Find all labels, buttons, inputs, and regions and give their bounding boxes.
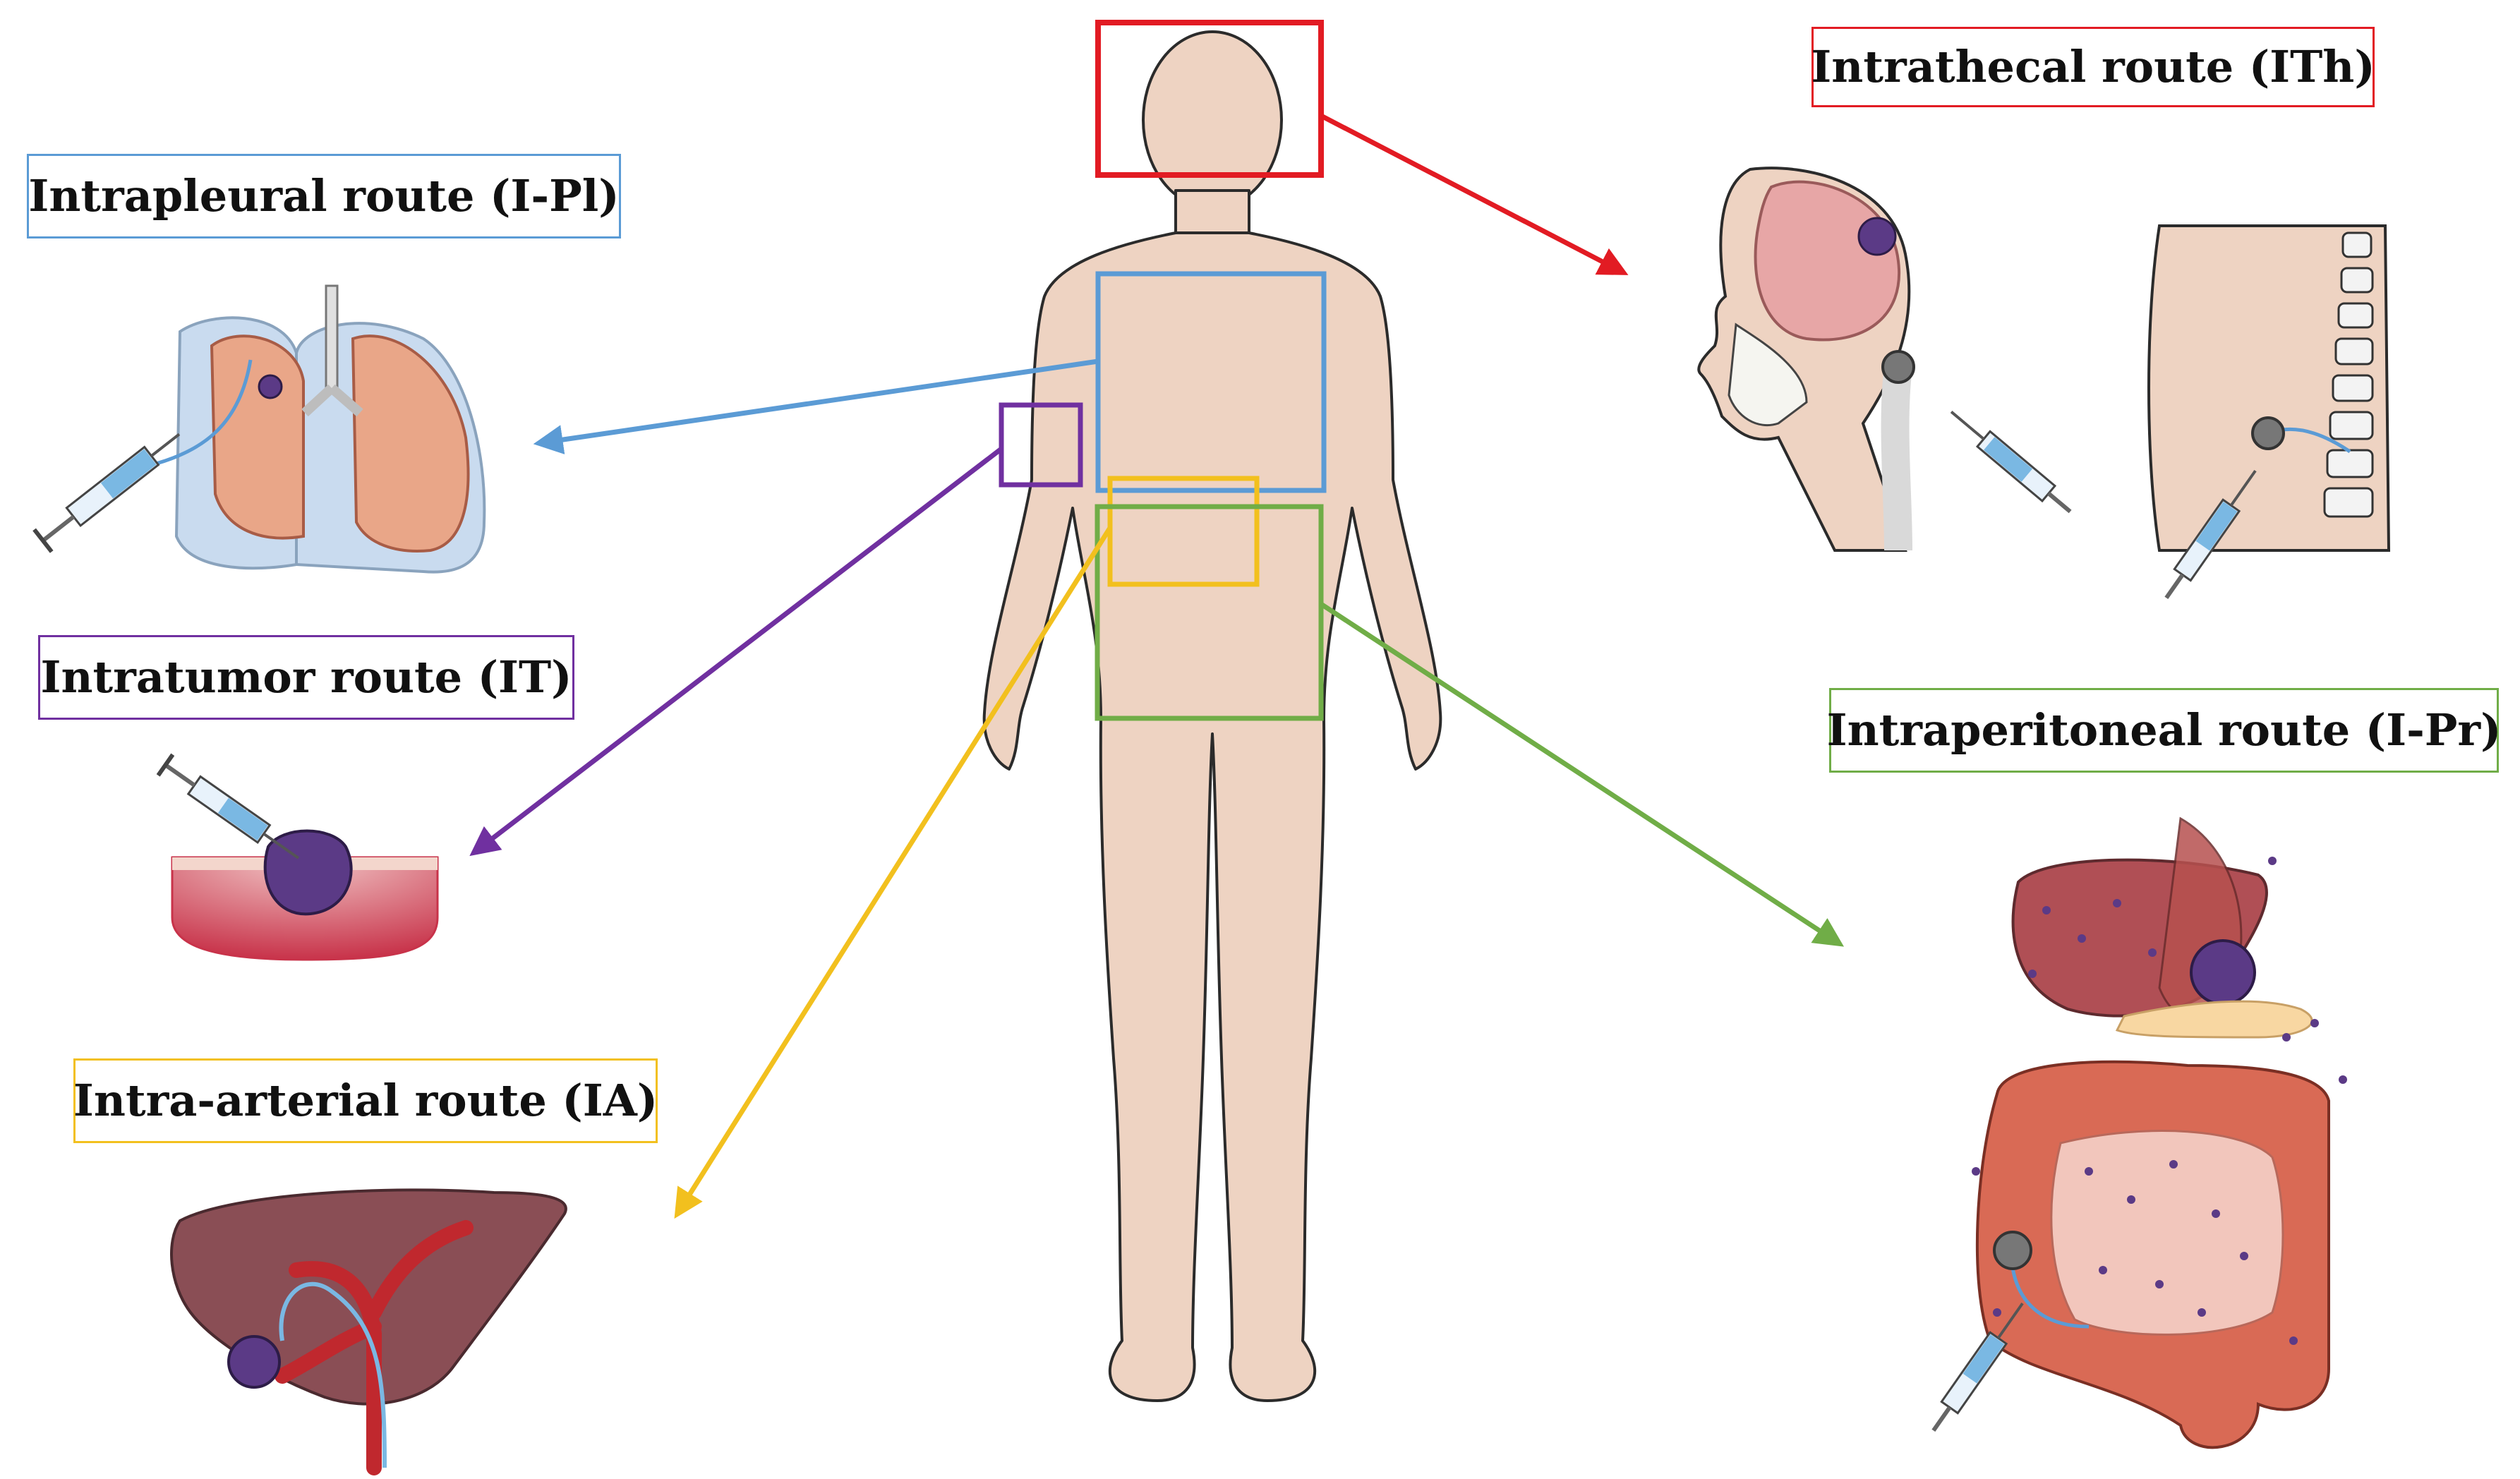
arrow-intratumor: [469, 447, 1003, 857]
abdominal-tumor: [2190, 939, 2256, 1006]
liver-tumor: [227, 1335, 281, 1389]
arrow-intraperitoneal: [1320, 602, 1845, 947]
syringe-icon: [156, 753, 300, 859]
label-intra-arterial-route: Intra-arterial route (IA): [73, 1058, 658, 1143]
body-torso: [982, 231, 1442, 1402]
label-intrapleural-route: Intrapleural route (I-Pl): [27, 154, 621, 239]
head-illustration: [1697, 167, 2072, 552]
body-head: [1142, 30, 1283, 210]
intrathecal-port: [2251, 416, 2285, 450]
arrow-intrathecal: [1320, 113, 1629, 275]
spine-illustration: [2147, 224, 2391, 600]
liver-illustration: [170, 1188, 567, 1475]
region-box-thorax: [1095, 271, 1327, 493]
region-box-arm: [999, 402, 1083, 488]
region-box-head: [1095, 20, 1324, 178]
syringe-icon: [1950, 411, 2072, 514]
syringe-icon: [2164, 469, 2257, 600]
intratumor-illustration: [156, 753, 439, 961]
skin-tumor: [263, 829, 353, 916]
lungs-illustration: [32, 284, 486, 574]
label-intraperitoneal-route: Intraperitoneal route (I-Pr): [1827, 688, 2501, 773]
intrathecal-port: [1881, 350, 1915, 384]
lung-tumor: [258, 374, 283, 399]
region-box-abdomen: [1095, 504, 1324, 721]
brain-tumor: [1857, 217, 1897, 256]
arrow-intrapleural: [533, 358, 1099, 454]
label-intrathecal-route: Intrathecal route (ITh): [1811, 27, 2375, 107]
intraperitoneal-port: [1993, 1231, 2032, 1270]
syringe-icon: [1931, 1302, 2024, 1432]
label-intratumor-route: Intratumor route (IT): [38, 635, 574, 720]
arrow-intra-arterial: [674, 526, 1112, 1219]
abdomen-illustration: [1931, 816, 2347, 1449]
syringe-icon: [32, 433, 181, 553]
